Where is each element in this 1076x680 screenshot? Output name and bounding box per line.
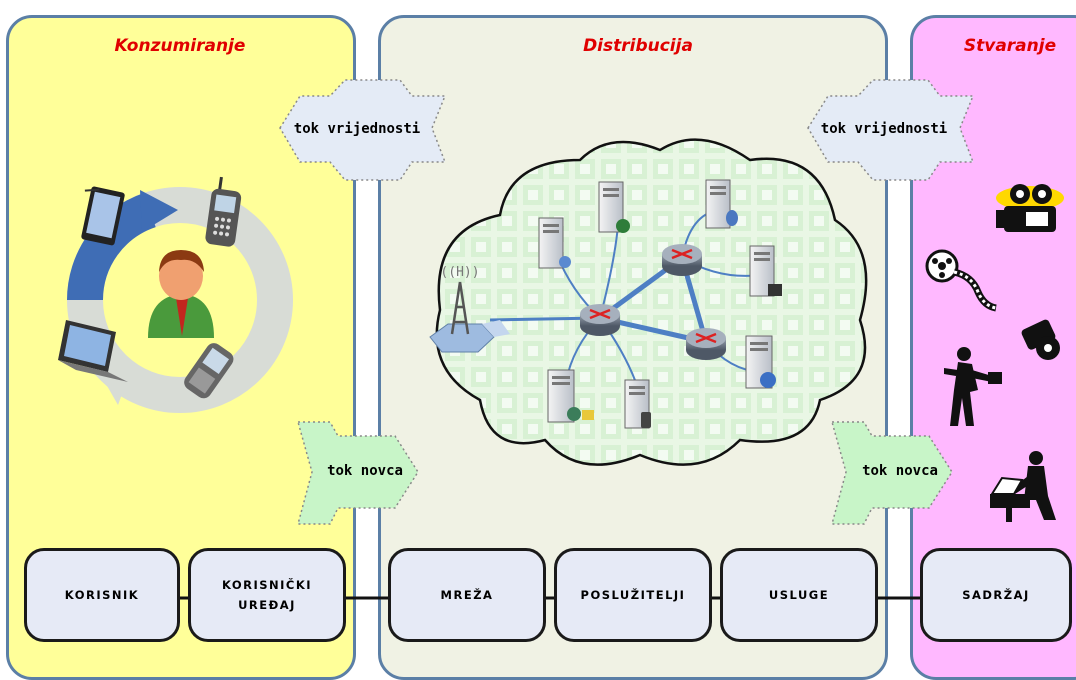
box-posluzitelji-label: POSLUŽITELJI xyxy=(580,588,686,602)
consumption-title: Konzumiranje xyxy=(114,36,246,56)
diagram-graphics: ((H)) xyxy=(58,79,1064,600)
server-icon xyxy=(749,245,782,297)
value-flow-label-right: tok vrijednosti xyxy=(820,121,948,137)
box-mreza: MREŽA xyxy=(388,548,546,642)
box-uredjaj-line2: UREĐAJ xyxy=(238,598,296,612)
money-flow-label-left: tok novca xyxy=(327,463,403,479)
box-usluge-label: USLUGE xyxy=(768,588,830,602)
antenna-tower-icon: ((H)) xyxy=(429,265,510,353)
value-flow-arrow-right xyxy=(807,79,975,181)
server-icon xyxy=(598,181,630,233)
server-icon xyxy=(705,179,738,229)
value-flow-arrow-left xyxy=(279,79,447,181)
laptop-icon xyxy=(58,320,128,382)
user-avatar-icon xyxy=(148,250,214,338)
server-icon xyxy=(547,369,594,423)
creation-title: Stvaranje xyxy=(963,36,1057,56)
router-icon xyxy=(580,304,620,336)
server-icon xyxy=(538,217,571,269)
money-flow-label-right: tok novca xyxy=(862,463,938,479)
network-cloud xyxy=(435,138,868,466)
tablet-icon xyxy=(81,186,125,246)
router-icon xyxy=(686,328,726,360)
server-icon xyxy=(745,335,776,389)
box-posluzitelji: POSLUŽITELJI xyxy=(554,548,712,642)
film-roll-icon xyxy=(1021,319,1060,360)
film-reel-icon xyxy=(925,249,997,312)
box-korisnik-label: KORISNIK xyxy=(64,588,140,602)
server-icon xyxy=(624,379,651,429)
movie-camera-icon xyxy=(996,184,1064,232)
money-flow-arrow-right xyxy=(831,421,953,525)
box-korisnik: KORISNIK xyxy=(24,548,180,642)
box-usluge: USLUGE xyxy=(720,548,878,642)
writer-icon xyxy=(990,451,1056,522)
money-flow-arrow-left xyxy=(297,421,419,525)
box-mreza-label: MREŽA xyxy=(440,588,494,602)
mobile-phone-icon xyxy=(205,176,242,247)
box-sadrzaj: SADRŽAJ xyxy=(920,548,1072,642)
distribution-title: Distribucija xyxy=(583,36,693,56)
box-uredjaj-line1: KORISNIČKI xyxy=(221,578,313,592)
box-sadrzaj-label: SADRŽAJ xyxy=(962,588,1030,602)
router-icon xyxy=(662,244,702,276)
value-flow-label-left: tok vrijednosti xyxy=(293,121,421,137)
svg-text:((H)): ((H)) xyxy=(440,265,479,280)
photographer-icon xyxy=(944,347,1002,426)
box-korisnicki-uredjaj: KORISNIČKI UREĐAJ xyxy=(188,548,346,642)
flip-phone-icon xyxy=(184,343,234,399)
